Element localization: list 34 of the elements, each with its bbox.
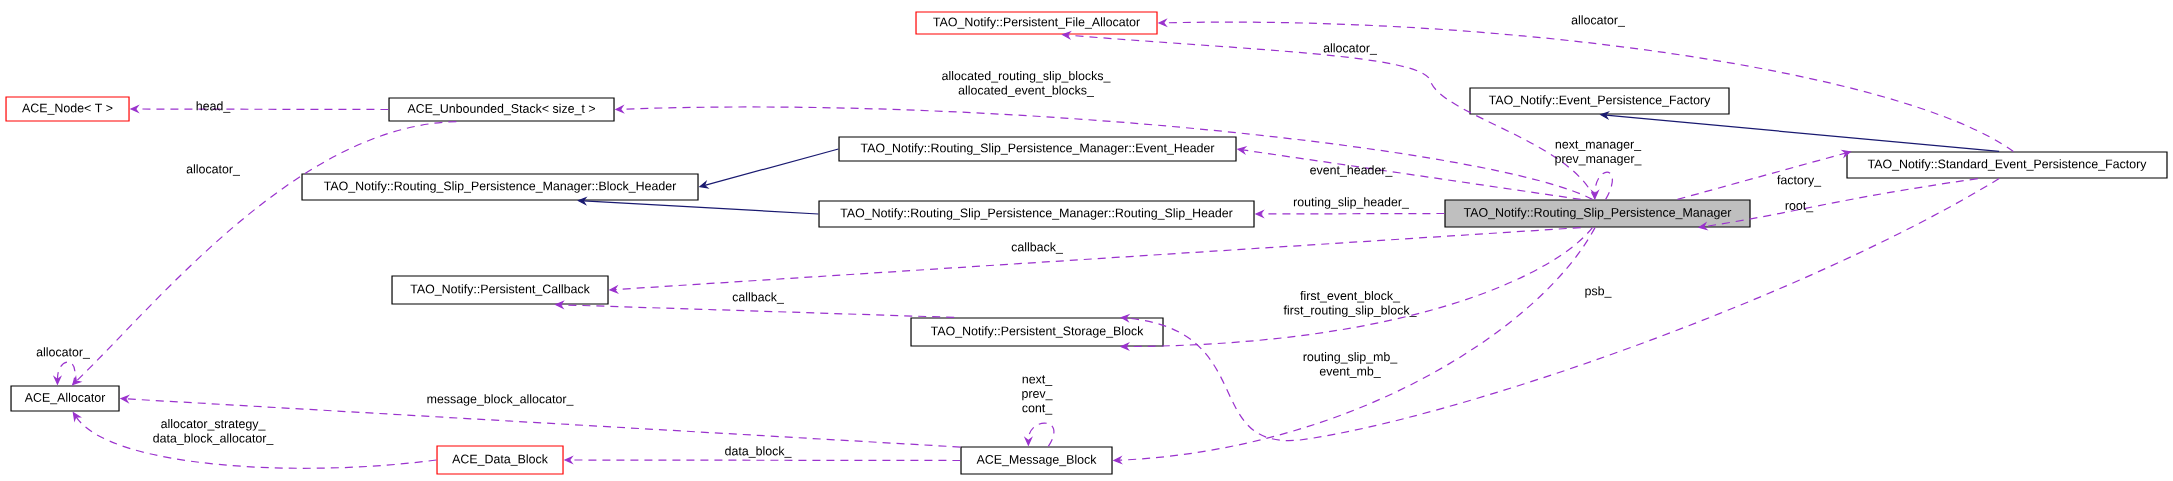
edge-label: callback_ [1011, 242, 1063, 254]
edge-label: head_ [196, 101, 231, 113]
edge-label: next_ prev_ cont_ [1022, 375, 1053, 415]
class-box: TAO_Notify::Routing_Slip_Persistence_Manager::Routing_Slip_Header [818, 200, 1255, 228]
edge-label: allocator_ [1571, 15, 1625, 27]
edge-label: callback_ [732, 292, 784, 304]
edge-label: data_block_ [725, 446, 792, 458]
edge-label: allocator_strategy_ data_block_allocator_ [153, 419, 274, 445]
class-box: ACE_Node< T > [5, 96, 130, 122]
edge-label: next_manager_ prev_manager_ [1555, 140, 1642, 166]
edge-label: allocated_routing_slip_blocks_ allocated_event_blocks_ [942, 71, 1111, 97]
class-box: ACE_Unbounded_Stack< size_t > [388, 97, 615, 122]
edge-label: routing_slip_mb_ event_mb_ [1303, 352, 1398, 378]
class-box: TAO_Notify::Persistent_File_Allocator [915, 11, 1158, 35]
edge-label: allocator_ [36, 347, 91, 359]
edge-label: first_event_block_ first_routing_slip_block_ [1283, 291, 1417, 317]
edge-label: psb_ [1585, 286, 1612, 298]
edge-label: message_block_allocator_ [427, 394, 574, 406]
class-box: ACE_Data_Block [436, 445, 564, 475]
class-box: TAO_Notify::Event_Persistence_Factory [1469, 87, 1730, 115]
class-box: TAO_Notify::Routing_Slip_Persistence_Manager::Block_Header [301, 173, 699, 201]
class-box: TAO_Notify::Standard_Event_Persistence_Factory [1846, 151, 2168, 179]
class-box: ACE_Message_Block [960, 446, 1113, 475]
edge-label: event_header_ [1310, 165, 1393, 177]
edge-label: allocator_ [1323, 43, 1377, 55]
class-box: TAO_Notify::Persistent_Callback [391, 275, 609, 305]
edge-label: allocator_ [186, 164, 241, 176]
class-box: TAO_Notify::Routing_Slip_Persistence_Manager::Event_Header [838, 136, 1237, 162]
edge-label: factory_ [1777, 175, 1822, 187]
class-box: TAO_Notify::Routing_Slip_Persistence_Manager [1444, 199, 1751, 228]
class-box: ACE_Allocator [10, 385, 120, 412]
class-box: TAO_Notify::Persistent_Storage_Block [910, 317, 1164, 347]
edge-label: root_ [1785, 201, 1814, 213]
edge-label: routing_slip_header_ [1293, 197, 1409, 209]
